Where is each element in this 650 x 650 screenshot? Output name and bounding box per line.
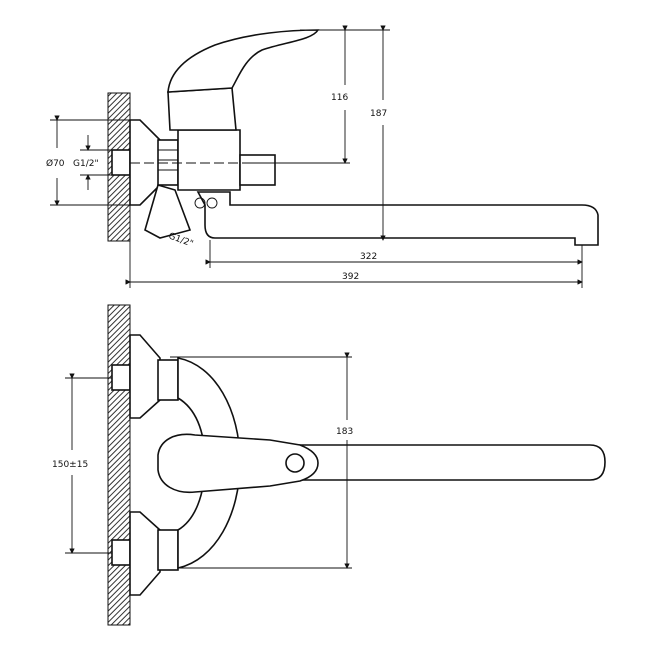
diverter-body: [144, 184, 192, 239]
lever-handle: [167, 29, 320, 93]
dim-total-height: 187: [370, 109, 387, 119]
top-view: 183 150±15: [52, 304, 606, 626]
flange-top: [129, 334, 161, 419]
dim-thread-outlet: G1/2": [167, 231, 194, 249]
side-view: Ø70 G1/2" G1/2" 116 187 322 392: [46, 25, 599, 288]
nut-top: [157, 359, 179, 401]
dim-inlet-spacing: 150±15: [52, 460, 88, 470]
mixer-body: [177, 129, 241, 191]
cartridge-housing: [167, 87, 237, 131]
dim-thread-inlet: G1/2": [73, 159, 99, 169]
inlet-fitting-top: [111, 364, 131, 391]
lever-top: [157, 433, 319, 494]
dimension-lines: [50, 25, 583, 288]
outlet-connector: [239, 154, 276, 186]
inlet-fitting: [111, 149, 131, 176]
dim-lever-height: 116: [331, 93, 348, 103]
dim-body-width: 183: [336, 427, 353, 437]
dim-spout-reach: 322: [360, 252, 377, 262]
wall-hatch: [107, 304, 131, 626]
dim-total-length: 392: [342, 272, 359, 282]
spout: [196, 191, 599, 246]
flange-bottom: [129, 511, 161, 596]
dimension-lines: [65, 352, 352, 569]
nut-bottom: [157, 529, 179, 571]
inlet-fitting-bottom: [111, 539, 131, 566]
union-nut: [157, 139, 179, 186]
dim-diameter: Ø70: [46, 158, 65, 169]
lever-pivot: [285, 453, 305, 473]
